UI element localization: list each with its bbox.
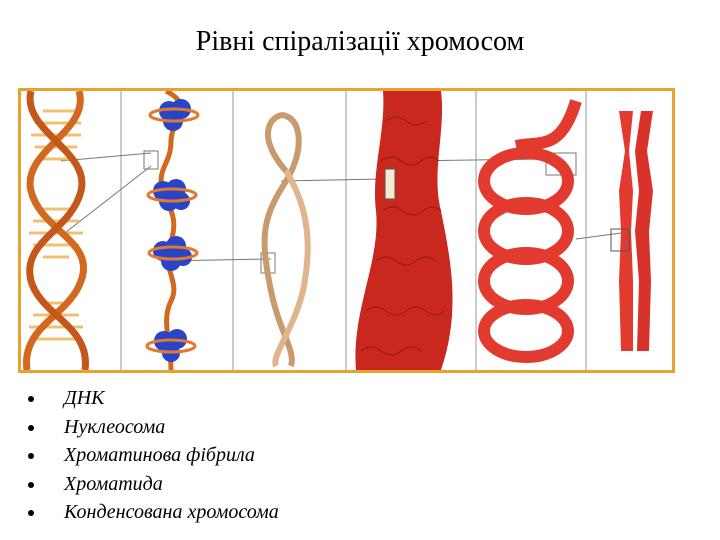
nucleosome-icon — [145, 91, 200, 370]
list-item: ДНК — [28, 384, 279, 413]
chromatin-fiber-icon — [261, 112, 311, 368]
list-item: Хроматида — [28, 470, 279, 499]
panel-dividers — [120, 91, 587, 370]
list-item-label: Конденсована хромосома — [64, 501, 279, 523]
dna-helix-icon — [23, 91, 89, 370]
list-item-label: Хроматида — [64, 472, 163, 495]
structure-level-list: ДНК Нуклеосома Хроматинова фібрила Хрома… — [28, 384, 279, 527]
bullet-icon — [28, 453, 34, 459]
list-item: Нуклеосома — [28, 413, 279, 442]
bullet-icon — [28, 510, 34, 516]
condensed-chromosome-icon — [610, 111, 653, 351]
list-item-label: Хроматинова фібрила — [64, 444, 255, 466]
slide-title: Рівні спіралізації хромосом — [195, 26, 525, 57]
bullet-icon — [28, 424, 34, 431]
bullet-icon — [28, 396, 34, 402]
chromatid-icon — [355, 91, 453, 370]
chromosome-illustration — [18, 88, 675, 373]
list-item-label: Нуклеосома — [64, 415, 166, 438]
list-item: Хроматинова фібрила — [28, 441, 279, 470]
coiled-chromatid-icon — [478, 99, 582, 363]
list-item-label: ДНК — [64, 387, 105, 409]
list-item: Конденсована хромосома — [28, 498, 279, 527]
bullet-icon — [28, 481, 34, 488]
